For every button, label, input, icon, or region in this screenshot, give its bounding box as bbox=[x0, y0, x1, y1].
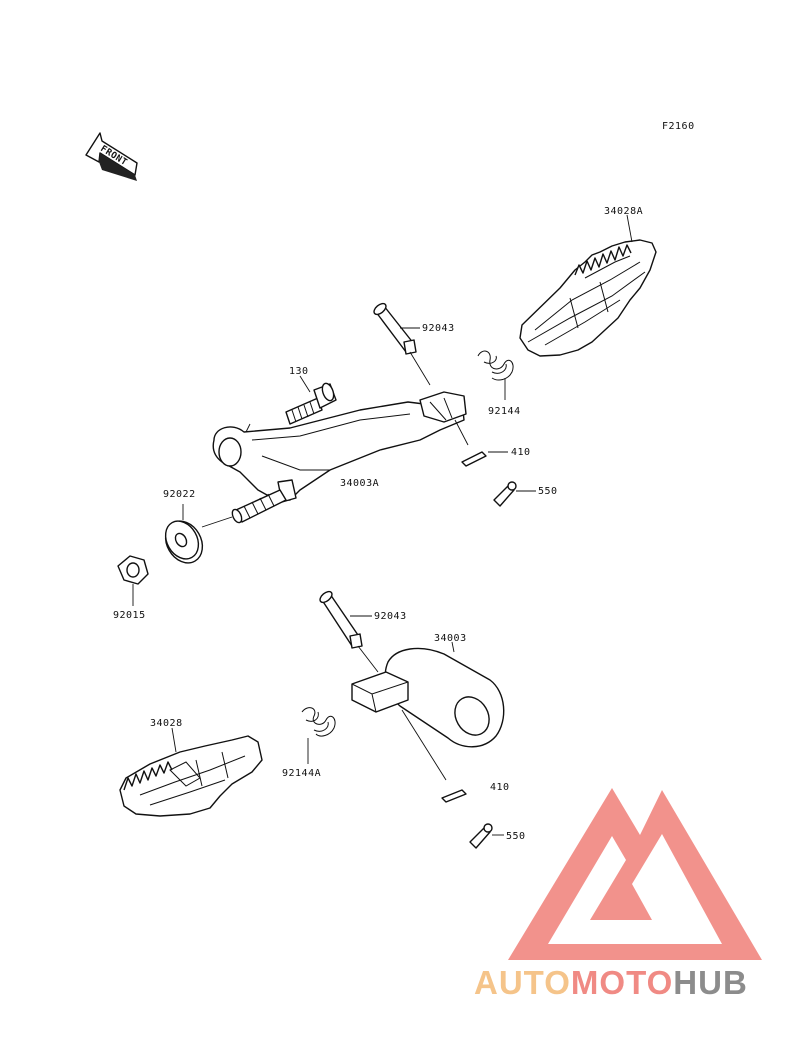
callout-92043-lower: 92043 bbox=[374, 611, 407, 622]
callout-34003A: 34003A bbox=[340, 478, 379, 489]
clevis-pin-92043-upper bbox=[373, 302, 431, 386]
clevis-pin-92043-lower bbox=[319, 590, 379, 673]
nut-92015 bbox=[117, 555, 149, 606]
cotter-550-lower bbox=[469, 823, 504, 849]
callout-34003: 34003 bbox=[434, 633, 467, 644]
callout-92015: 92015 bbox=[113, 610, 146, 621]
cotter-pin-410-upper bbox=[461, 451, 508, 467]
callout-410-upper: 410 bbox=[511, 447, 531, 458]
svg-text:AUTOMOTOHUB: AUTOMOTOHUB bbox=[474, 964, 748, 1001]
footpeg-34028 bbox=[119, 727, 263, 817]
peg-bracket-34003 bbox=[351, 641, 505, 781]
footpeg-34028A bbox=[519, 239, 657, 357]
callout-130: 130 bbox=[289, 366, 309, 377]
brake-pedal-34003A bbox=[201, 391, 469, 528]
callout-34028: 34028 bbox=[150, 718, 183, 729]
callout-92022: 92022 bbox=[163, 489, 196, 500]
bolt-130 bbox=[285, 382, 337, 425]
automotohub-logo-icon bbox=[508, 788, 762, 960]
cotter-550-upper bbox=[493, 481, 536, 507]
callout-550-upper: 550 bbox=[538, 486, 558, 497]
callout-92144: 92144 bbox=[488, 406, 521, 417]
callout-34028A: 34028A bbox=[604, 206, 643, 217]
front-arrow-icon: FRONT bbox=[85, 132, 138, 181]
callout-410-lower: 410 bbox=[490, 782, 510, 793]
washer-92022 bbox=[164, 504, 204, 564]
automotohub-wordmark: AUTOMOTOHUB bbox=[474, 964, 748, 1001]
spring-92144 bbox=[477, 350, 514, 400]
cotter-pin-410-lower bbox=[441, 789, 467, 803]
callout-550-lower: 550 bbox=[506, 831, 526, 842]
callout-92144A: 92144A bbox=[282, 768, 321, 779]
spring-92144A bbox=[301, 707, 336, 764]
callout-92043-upper: 92043 bbox=[422, 323, 455, 334]
figure-code: F2160 bbox=[662, 121, 695, 132]
